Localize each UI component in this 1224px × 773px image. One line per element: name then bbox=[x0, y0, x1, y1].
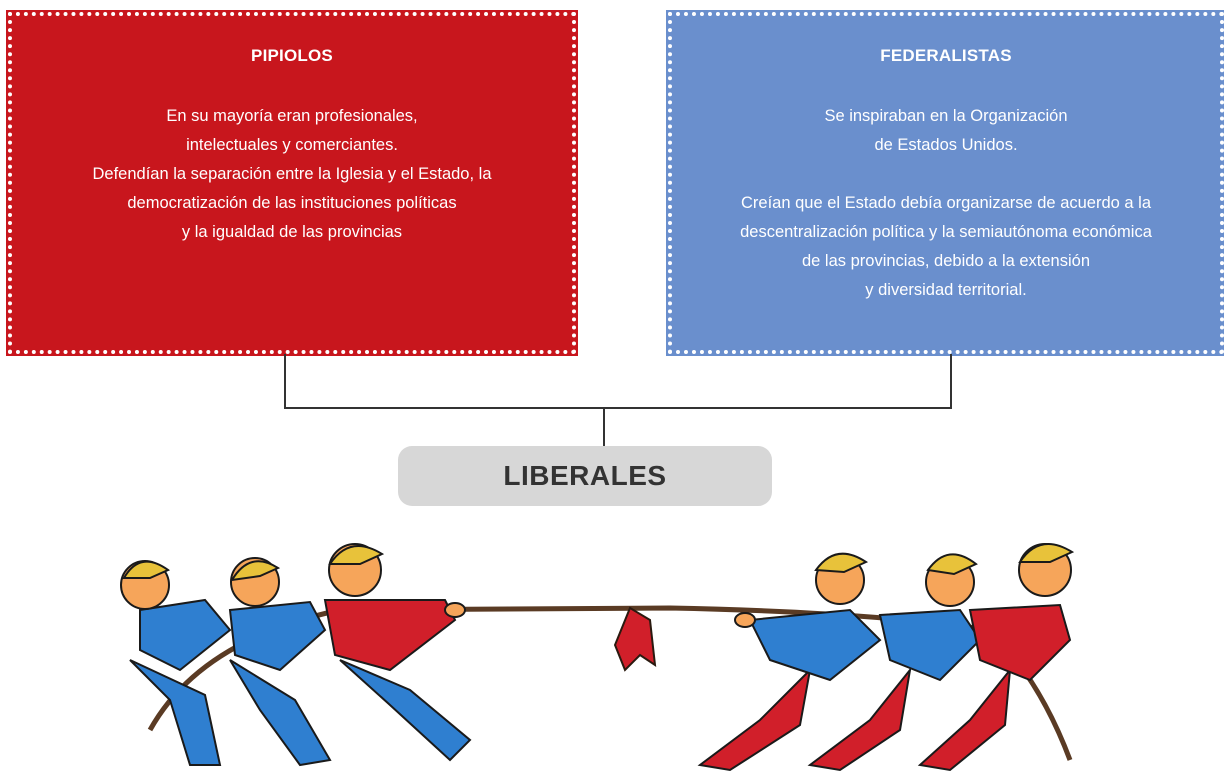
federalistas-line: descentralización política y la semiautó… bbox=[740, 223, 1152, 241]
federalistas-box: FEDERALISTAS Se inspiraban en la Organiz… bbox=[668, 12, 1224, 354]
federalistas-line: Creían que el Estado debía organizarse d… bbox=[740, 194, 1152, 212]
federalistas-line: y diversidad territorial. bbox=[865, 281, 1027, 299]
connector-horizontal bbox=[284, 407, 952, 409]
left-puller-1 bbox=[120, 560, 232, 766]
connector-left-vertical bbox=[284, 354, 286, 408]
pipiolos-line: democratización de las instituciones pol… bbox=[127, 194, 457, 212]
left-puller-2 bbox=[228, 557, 332, 767]
federalistas-line: de las provincias, debido a la extensión bbox=[801, 252, 1091, 270]
connector-right-vertical bbox=[950, 354, 952, 408]
right-puller-1 bbox=[697, 552, 882, 772]
right-puller-2 bbox=[807, 553, 982, 772]
tug-of-war-illustration bbox=[120, 543, 1075, 772]
pipiolos-line: y la igualdad de las provincias bbox=[181, 223, 403, 241]
federalistas-title: FEDERALISTAS bbox=[880, 46, 1012, 65]
federalistas-line: Se inspiraban en la Organización bbox=[824, 107, 1068, 125]
pipiolos-title: PIPIOLOS bbox=[251, 46, 333, 65]
pipiolos-line: En su mayoría eran profesionales, bbox=[166, 107, 418, 125]
connector-center-vertical bbox=[603, 408, 605, 446]
pipiolos-box: PIPIOLOS En su mayoría eran profesionale… bbox=[8, 12, 576, 354]
pipiolos-line: intelectuales y comerciantes. bbox=[186, 136, 398, 154]
federalistas-description: Se inspiraban en la Organización de Esta… bbox=[672, 102, 1220, 305]
right-puller-3 bbox=[917, 543, 1075, 772]
pipiolos-line: Defendían la separación entre la Iglesia… bbox=[92, 165, 492, 183]
left-puller-3 bbox=[323, 543, 472, 762]
pipiolos-description: En su mayoría eran profesionales, intele… bbox=[12, 102, 572, 247]
liberales-label: LIBERALES bbox=[398, 446, 772, 506]
federalistas-line: de Estados Unidos. bbox=[874, 136, 1018, 154]
